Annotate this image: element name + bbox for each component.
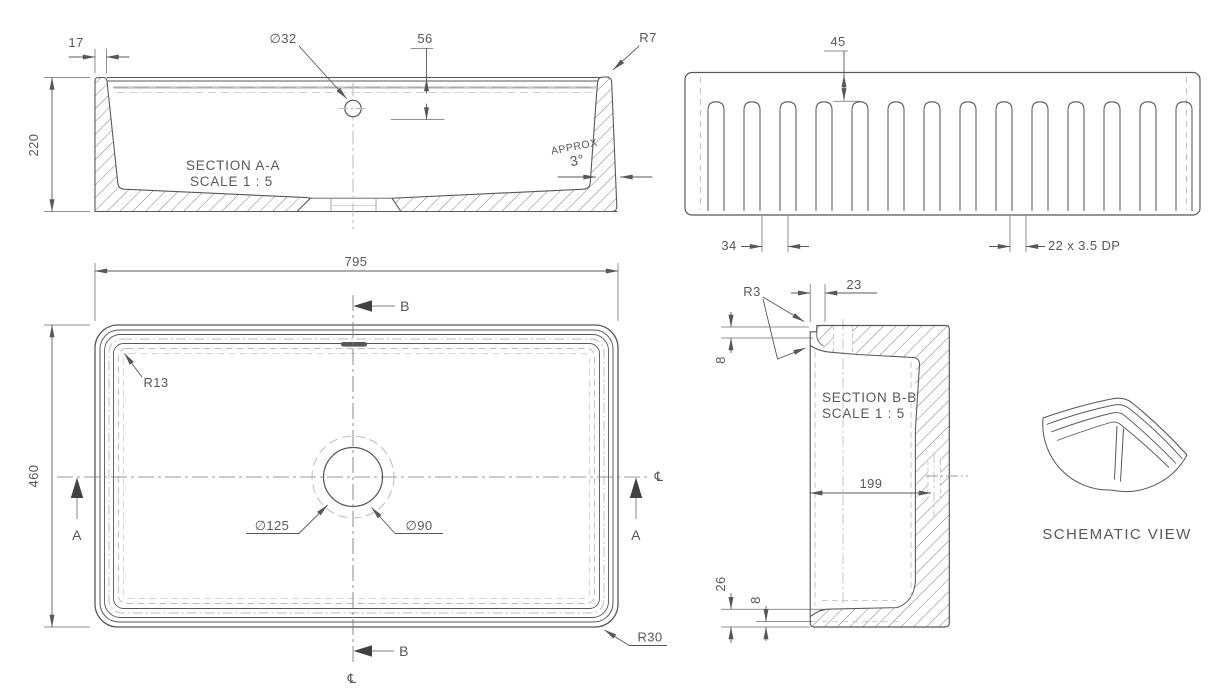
bb-dim-rim-step: 8 [713, 312, 813, 364]
plan-centerline-symbol-bottom: ℄ [347, 671, 357, 686]
plan-a-left-label: A [72, 527, 82, 543]
plan-section-b-bottom: B [353, 643, 409, 659]
plan-b-bottom-label: B [399, 643, 409, 659]
bb-outline [809, 324, 950, 628]
bb-dim-26-text: 26 [713, 576, 728, 591]
plan-section-b-top: B [353, 298, 410, 314]
front-dim-flute-offset: 45 [824, 34, 860, 102]
bb-dim-199-text: 199 [860, 476, 883, 491]
plan-dim-outer-radius: R30 [604, 630, 667, 646]
schematic-corner-post [1114, 425, 1124, 482]
plan-section-a-right: A [629, 477, 643, 543]
plan-dim-depth: 460 [26, 324, 90, 628]
bb-dim-r3-text: R3 [743, 284, 760, 299]
plan-dim-460-text: 460 [26, 465, 41, 488]
plan-dim-width: 795 [94, 254, 619, 321]
bb-inner-bowl [809, 345, 921, 617]
bb-view-title: SECTION B-B [822, 390, 917, 405]
plan-dim-r30-text: R30 [637, 630, 662, 645]
bb-view-scale: SCALE 1 : 5 [822, 406, 905, 421]
bb-dim-8-top-text: 8 [713, 356, 728, 364]
aa-dim-56-text: 56 [417, 31, 432, 46]
bb-dim-base-step: 8 [748, 596, 812, 641]
aa-view-title: SECTION A-A [186, 158, 280, 173]
bb-dim-23-text: 23 [846, 277, 861, 292]
plan-drain-recess [311, 435, 395, 519]
schematic-label: SCHEMATIC VIEW [1042, 526, 1191, 543]
aa-left-wall-hatch [94, 76, 312, 213]
aa-dim-r7-text: R7 [639, 30, 656, 45]
front-dim-flute-pitch: 34 [721, 216, 809, 253]
aa-dim-corner-radius: R7 [613, 30, 656, 70]
bb-dim-rim-radius: R3 [743, 284, 806, 360]
plan-dim-drain-recess: ∅125 [246, 504, 328, 534]
front-dim-45-text: 45 [830, 34, 845, 49]
plan-dim-inner-radius: R13 [124, 353, 168, 390]
plan-dim-drain-hole: ∅90 [371, 507, 443, 534]
plan-centerline-symbol-right: ℄ [654, 469, 664, 484]
front-dim-34-text: 34 [721, 238, 736, 253]
bb-dim-rim-offset: 23 [791, 277, 877, 322]
flutes [707, 101, 1193, 211]
plan-b-top-label: B [400, 298, 410, 314]
aa-view-scale: SCALE 1 : 5 [190, 174, 273, 189]
aa-dim-wall-thickness: 17 [68, 35, 130, 74]
plan-dim-d90-text: ∅90 [406, 518, 433, 533]
section-bb-view: SECTION B-B SCALE 1 : 5 199 23 R3 8 [713, 277, 968, 643]
plan-dim-r13-text: R13 [143, 375, 168, 390]
plan-section-a-left: A [70, 477, 84, 543]
aa-dim-220-text: 220 [26, 134, 41, 157]
plan-overflow-slot [341, 342, 367, 347]
plan-view: A A B B ℄ ℄ 795 [26, 254, 667, 686]
front-dim-22-text: 22 x 3.5 DP [1048, 238, 1120, 253]
plan-drain-hole [322, 446, 384, 508]
plan-a-right-label: A [631, 527, 641, 543]
section-aa-view: 17 220 ∅32 56 R7 APPROX [26, 30, 656, 230]
aa-dim-17-text: 17 [68, 35, 83, 50]
plan-dim-795-text: 795 [345, 254, 368, 269]
bb-dim-8-bottom-text: 8 [748, 596, 763, 604]
front-fluted-view: 45 34 22 x 3.5 DP [684, 34, 1201, 253]
plan-dim-d125-text: ∅125 [255, 518, 290, 533]
aa-dim-overflow-offset: 56 [390, 31, 445, 120]
aa-angle-text: 3° [569, 151, 586, 169]
aa-dim-height: 220 [26, 77, 91, 212]
schematic-fan-arc [1042, 417, 1188, 493]
schematic-view: SCHEMATIC VIEW [1042, 397, 1191, 543]
aa-dim-overflow: ∅32 [270, 31, 347, 99]
bb-dim-wall-offset: 199 [809, 476, 932, 496]
aa-dim-d32-text: ∅32 [270, 31, 297, 46]
front-dim-flute-size: 22 x 3.5 DP [989, 216, 1120, 253]
